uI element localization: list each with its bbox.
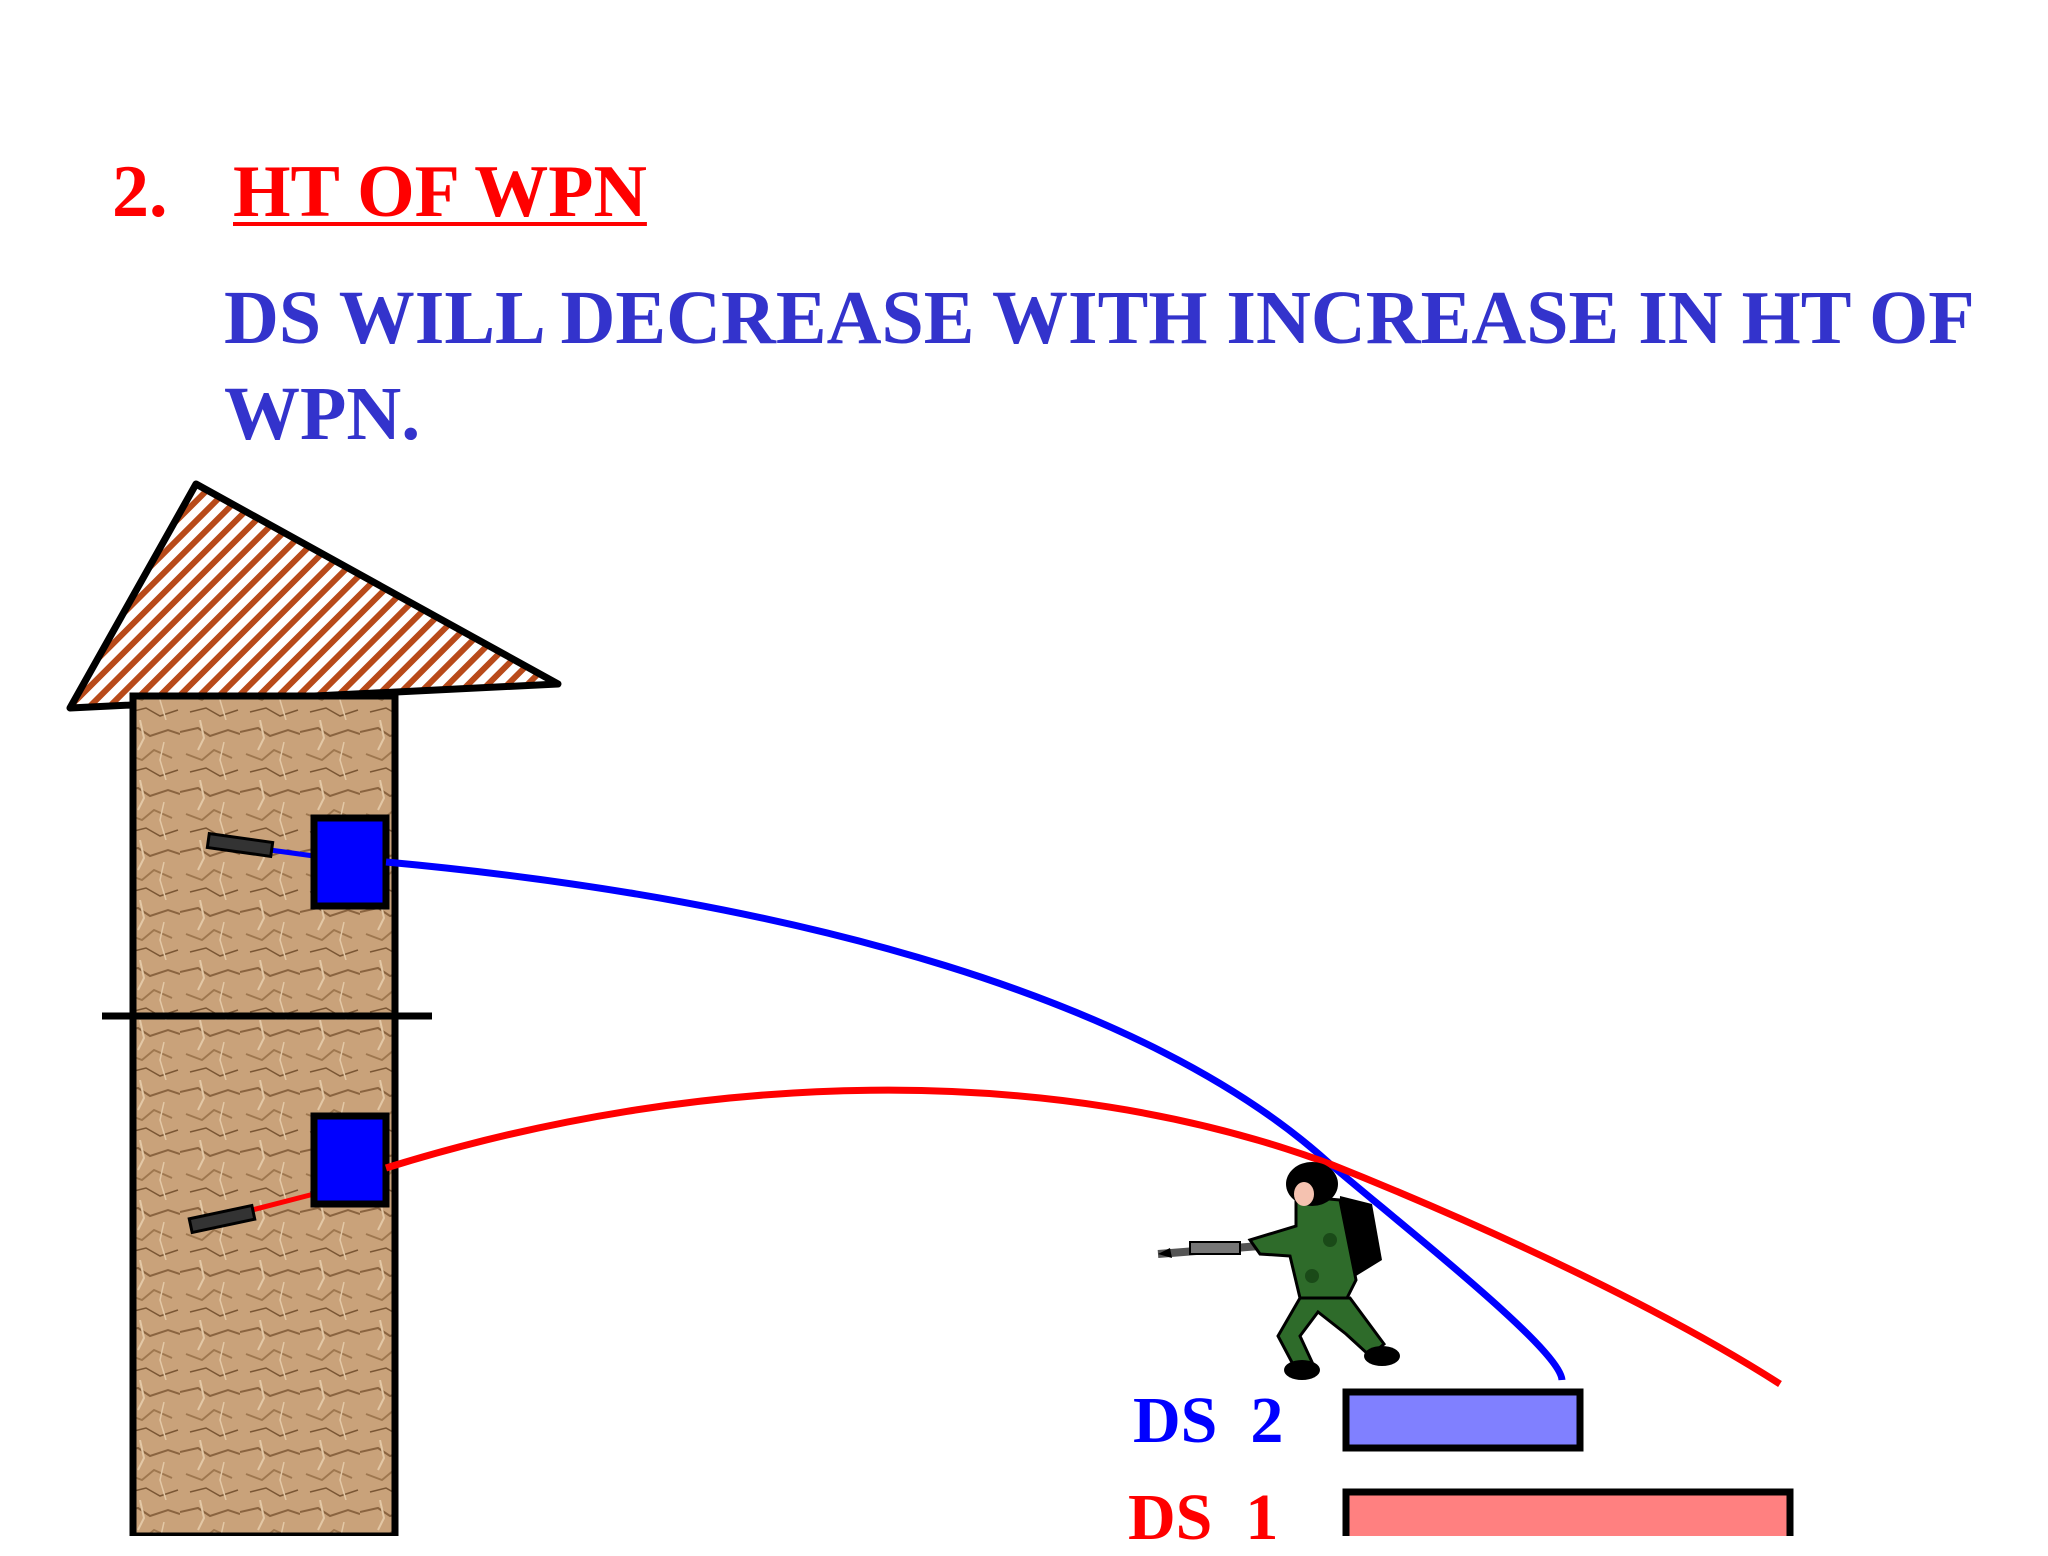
heading-number: 2. — [112, 151, 168, 233]
body-text: DS WILL DECREASE WITH INCREASE IN HT OF … — [224, 276, 1972, 456]
lower-barrel-link — [251, 1191, 315, 1213]
upper-barrel-link — [269, 847, 315, 859]
ds1-label: DS 1 — [1128, 1481, 1279, 1554]
lower-weapon — [187, 1112, 390, 1235]
soldier-legs — [1276, 1296, 1387, 1372]
upper-gun-barrel — [205, 831, 275, 859]
upper-weapon — [205, 814, 390, 910]
lower-gun-barrel — [187, 1203, 257, 1235]
ds1-bar — [1342, 1488, 1794, 1536]
ds2-bar — [1342, 1388, 1584, 1452]
ds2-label: DS 2 — [1133, 1384, 1284, 1457]
soldier — [1157, 1162, 1400, 1380]
upper-weapon-box — [310, 814, 390, 910]
lower-trajectory — [384, 1086, 1782, 1387]
soldier-face — [1294, 1182, 1314, 1206]
tower — [66, 480, 562, 1536]
soldier-body — [1247, 1194, 1358, 1302]
lower-weapon-box — [310, 1112, 390, 1208]
upper-trajectory — [385, 858, 1566, 1381]
heading-title: HT OF WPN — [233, 151, 647, 233]
tower-roof — [66, 480, 562, 712]
